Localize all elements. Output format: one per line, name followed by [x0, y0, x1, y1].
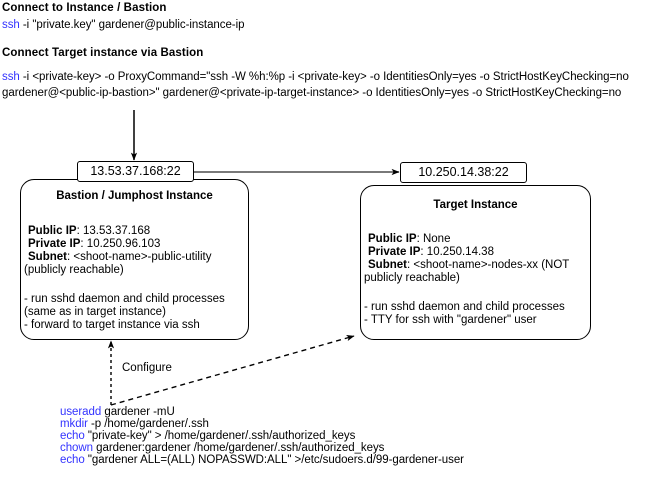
field-key: Subnet [28, 251, 67, 263]
field-value: : 10.250.96.103 [80, 238, 161, 250]
bastion-bullet-1: - run sshd daemon and child processes [24, 293, 225, 305]
bastion-subnet: Subnet: <shoot-name>-public-utility [28, 251, 248, 263]
command-ssh-bastion: ssh -i "private.key" gardener@public-ins… [2, 19, 245, 31]
script-line: mkdir -p /home/gardener/.ssh [60, 418, 464, 430]
script-line: chown gardener:gardener /home/gardener/.… [60, 442, 464, 454]
command-args: -i <private-key> -o ProxyCommand="ssh -W… [19, 71, 629, 83]
command-args: -p /home/gardener/.ssh [87, 418, 209, 430]
target-endpoint-label: 10.250.14.38:22 [400, 162, 527, 183]
field-value: : 13.53.37.168 [76, 225, 151, 237]
bastion-title: Bastion / Jumphost Instance [56, 190, 213, 202]
bastion-endpoint-label: 13.53.37.168:22 [77, 161, 194, 182]
bastion-public-ip: Public IP: 13.53.37.168 [28, 225, 248, 237]
command-keyword: chown [60, 442, 93, 454]
command-keyword: echo [60, 454, 85, 466]
bastion-bullet-3: - forward to target instance via ssh [24, 319, 200, 331]
bastion-reachability-note: (publicly reachable) [24, 264, 124, 276]
heading-connect-to-instance: Connect to Instance / Bastion [2, 2, 167, 14]
field-key: Public IP [368, 233, 417, 245]
field-value: : 10.250.14.38 [420, 246, 494, 258]
bastion-bullet-2: (same as in target instance) [24, 306, 166, 318]
field-key: Private IP [28, 238, 81, 250]
command-ssh-proxy-line1: ssh -i <private-key> -o ProxyCommand="ss… [2, 71, 629, 83]
command-keyword: mkdir [60, 418, 88, 430]
configure-script-block: useradd gardener -mU mkdir -p /home/gard… [60, 406, 464, 466]
command-keyword: echo [60, 430, 85, 442]
target-bullet-1: - run sshd daemon and child processes [364, 301, 565, 313]
heading-connect-target-via-bastion: Connect Target instance via Bastion [2, 47, 204, 59]
command-args: "private-key" > /home/gardener/.ssh/auth… [84, 430, 356, 442]
command-keyword: useradd [60, 406, 102, 418]
target-public-ip: Public IP: None [368, 233, 590, 245]
field-key: Subnet [368, 259, 407, 271]
target-instance-box: Target Instance Public IP: None Private … [360, 185, 591, 340]
script-line: echo "gardener ALL=(ALL) NOPASSWD:ALL" >… [60, 454, 464, 466]
target-title: Target Instance [433, 199, 518, 211]
field-value: : <shoot-name>-nodes-xx (NOT [406, 259, 570, 271]
script-line: useradd gardener -mU [60, 406, 464, 418]
target-private-ip: Private IP: 10.250.14.38 [368, 246, 590, 258]
bastion-instance-box: Bastion / Jumphost Instance Public IP: 1… [20, 179, 249, 340]
bastion-private-ip: Private IP: 10.250.96.103 [28, 238, 248, 250]
configure-label: Configure [122, 362, 172, 374]
field-value: : None [416, 233, 451, 245]
command-args: gardener:gardener /home/gardener/.ssh/au… [93, 442, 385, 454]
target-bullet-2: - TTY for ssh with "gardener" user [364, 314, 537, 326]
command-keyword: ssh [2, 19, 20, 31]
target-reachability-note: publicly reachable) [364, 272, 460, 284]
command-keyword: ssh [2, 71, 20, 83]
field-key: Public IP [28, 225, 77, 237]
command-ssh-proxy-line2: gardener@<public-ip-bastion>" gardener@<… [2, 87, 622, 99]
target-subnet: Subnet: <shoot-name>-nodes-xx (NOT [368, 259, 590, 271]
command-args: gardener -mU [101, 406, 175, 418]
script-line: echo "private-key" > /home/gardener/.ssh… [60, 430, 464, 442]
command-args: -i "private.key" gardener@public-instanc… [19, 19, 245, 31]
field-value: : <shoot-name>-public-utility [66, 251, 212, 263]
command-args: "gardener ALL=(ALL) NOPASSWD:ALL" >/etc/… [84, 454, 464, 466]
field-key: Private IP [368, 246, 421, 258]
